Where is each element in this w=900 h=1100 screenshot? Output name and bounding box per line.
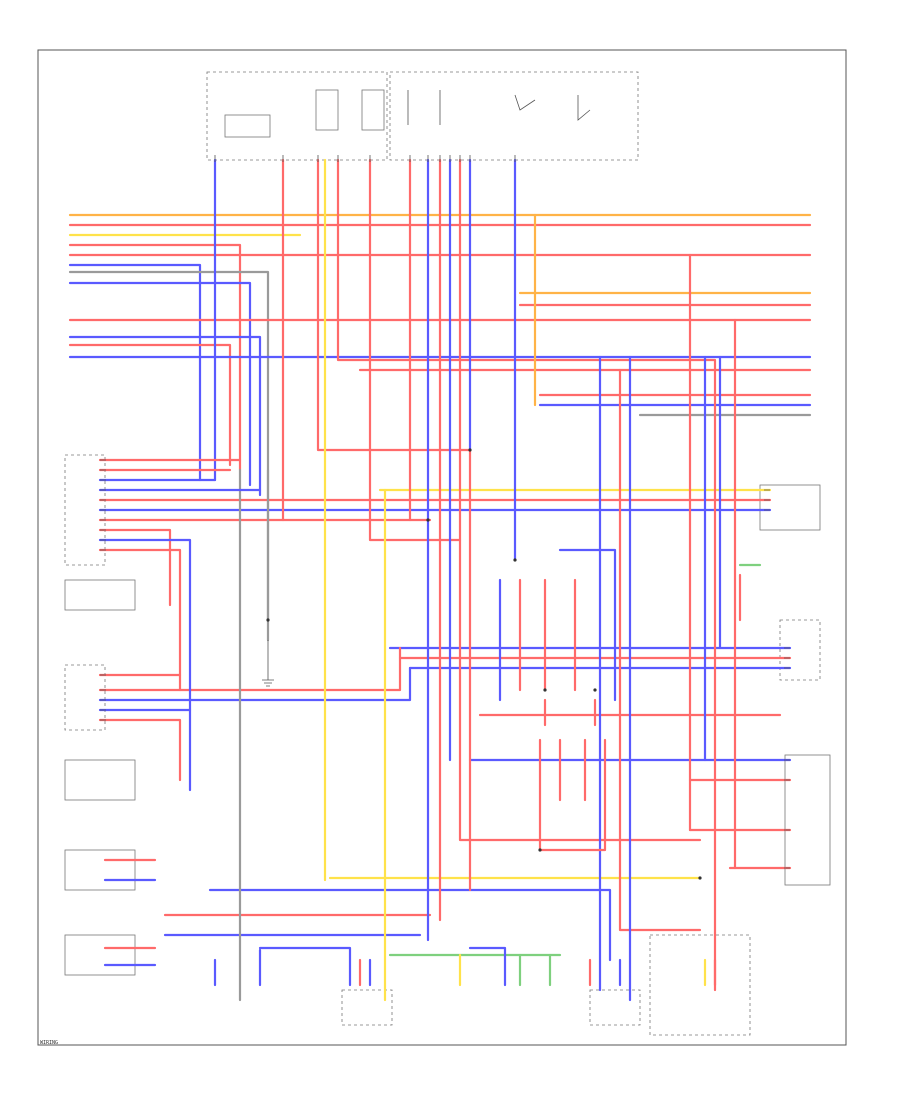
- pin-ticks-right-lower: [784, 759, 790, 869]
- wire-v-red-25: [98, 718, 182, 782]
- splice-dot: [468, 448, 472, 452]
- wire-h-blue-3: [68, 335, 262, 497]
- wire-v-red-8: [618, 368, 702, 932]
- top-module-box-left: [206, 71, 388, 161]
- connector-pins: [100, 155, 790, 869]
- wire-h-red-2: [68, 243, 242, 472]
- wire-h-blue-13: [258, 946, 352, 987]
- ground-symbol: [262, 640, 274, 687]
- splice-dot: [266, 618, 270, 622]
- horizontal-wires: [68, 213, 812, 987]
- wire-h-blue-9: [98, 666, 412, 702]
- wire-v-blue-14: [98, 538, 192, 792]
- wire-h-red-6: [68, 343, 232, 467]
- pin-ticks-right-trans: [784, 647, 790, 669]
- splice-dots: [266, 448, 702, 880]
- diagram-code: WIRING: [40, 1040, 59, 1046]
- wire-v-red-14: [538, 738, 607, 852]
- switch-contact-3: [407, 90, 441, 125]
- wire-h-red-12: [98, 646, 402, 692]
- bottom-module-2: [589, 989, 641, 1026]
- wire-h-blue-14: [468, 946, 507, 987]
- pin-ticks-top: [214, 155, 516, 162]
- left-module-e: [64, 849, 136, 891]
- left-module-b: [64, 579, 136, 611]
- wire-h-blue-2: [68, 281, 252, 487]
- right-module-display: [759, 484, 821, 531]
- splice-dot: [593, 688, 597, 692]
- wire-h-blue-12: [208, 888, 612, 962]
- splice-dot: [543, 688, 547, 692]
- wire-v-blue-10: [558, 548, 617, 702]
- top-module-box-right: [389, 71, 639, 161]
- diagram-frame: [37, 49, 847, 1046]
- wire-v-red-2: [316, 158, 472, 892]
- relay-box-2: [361, 89, 385, 131]
- switch-contact-1: [514, 94, 536, 111]
- splice-dot: [513, 558, 517, 562]
- bottom-module-1: [341, 989, 393, 1026]
- left-module-a: [64, 454, 106, 566]
- left-module-f: [64, 934, 136, 976]
- wire-h-blue-1: [68, 263, 202, 482]
- pin-ticks-left-module-a: [100, 459, 106, 551]
- switch-contact-2: [577, 95, 591, 121]
- vertical-wires: [98, 158, 762, 1002]
- wire-v-red-22: [98, 528, 172, 607]
- splice-dot: [698, 876, 702, 880]
- splice-dot: [538, 848, 542, 852]
- switch-box: [224, 114, 271, 138]
- left-module-c: [64, 664, 106, 731]
- pin-ticks-left-module-c: [100, 674, 106, 721]
- bottom-module-3: [649, 934, 751, 1036]
- left-module-d: [64, 759, 136, 801]
- wire-v-red-3: [336, 158, 717, 992]
- right-module-lower: [784, 754, 831, 886]
- relay-box-1: [315, 89, 339, 131]
- pin-ticks-right-display: [764, 489, 770, 511]
- wire-v-red-23: [98, 548, 182, 692]
- splice-dot: [426, 518, 430, 522]
- right-module-trans: [779, 619, 821, 681]
